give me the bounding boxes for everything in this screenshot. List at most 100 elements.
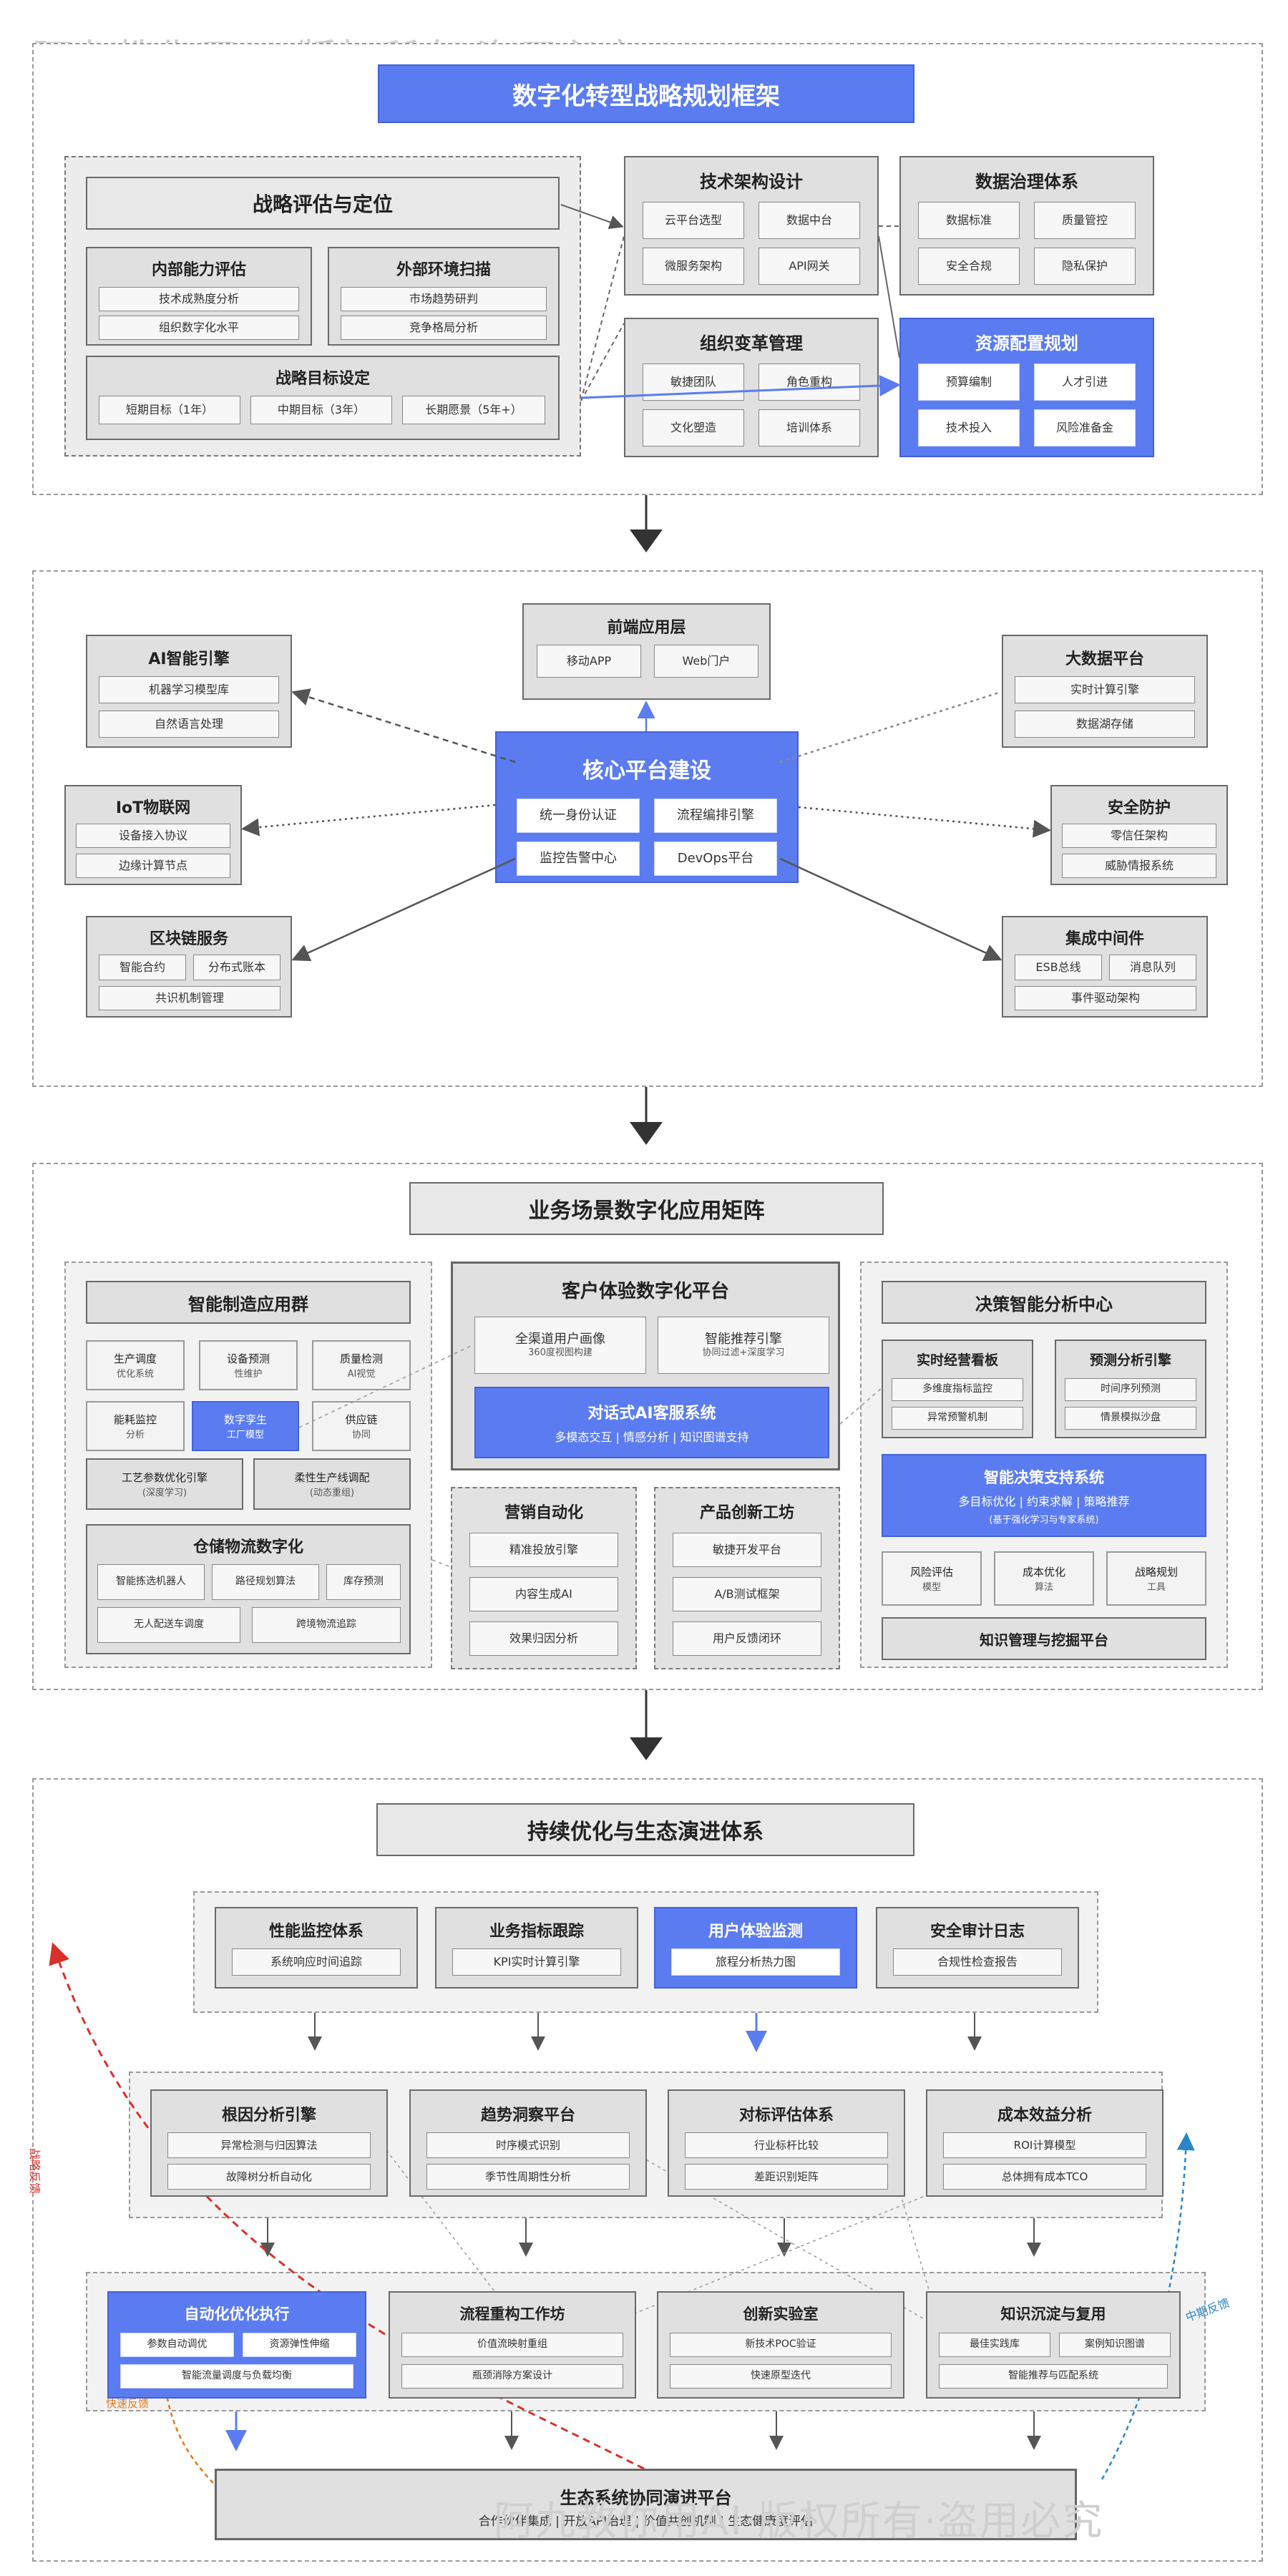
internal-item-2: 组织数字化水平 <box>99 316 299 340</box>
middleware-item-1: ESB总线 <box>1015 955 1102 980</box>
ecosystem-subtitle: 合作伙伴集成 | 开放API治理 | 价值共创机制 | 生态健康度评估 <box>478 2514 814 2529</box>
org-change-title: 组织变革管理 <box>700 333 803 353</box>
mfg-wide-cell: 柔性生产线调配(动态重组) <box>253 1458 411 1510</box>
realtime-title: 实时经营看板 <box>916 1352 998 1368</box>
knowledge-platform: 知识管理与挖掘平台 <box>882 1617 1206 1660</box>
exec-box: 自动化优化执行参数自动调优资源弹性伸缩智能流量调度与负载均衡 <box>107 2291 366 2399</box>
predictive-item: 情景模拟沙盘 <box>1065 1407 1196 1430</box>
ai-item-2: 自然语言处理 <box>99 711 279 738</box>
middleware-title: 集成中间件 <box>1065 930 1144 948</box>
data-item-2: 质量管控 <box>1034 202 1136 239</box>
analysis-item: 差距识别矩阵 <box>685 2164 888 2190</box>
product-item: 用户反馈闭环 <box>673 1621 821 1656</box>
frontend-layer: 前端应用层 移动APP Web门户 <box>522 603 771 700</box>
marketing-title: 营销自动化 <box>504 1504 583 1522</box>
resource-item-2: 人才引进 <box>1034 364 1136 401</box>
core-item-1: 统一身份认证 <box>517 799 640 833</box>
analysis-item: 季节性周期性分析 <box>426 2164 630 2190</box>
iot: IoT物联网 设备接入协议 边缘计算节点 <box>64 785 242 885</box>
business-title: 业务场景数字化应用矩阵 <box>409 1182 884 1235</box>
product-title: 产品创新工坊 <box>699 1504 794 1522</box>
goal-mid: 中期目标（3年） <box>250 396 392 424</box>
analysis-title: 成本效益分析 <box>997 2107 1092 2124</box>
resource-planning-title: 资源配置规划 <box>975 333 1078 353</box>
core-platform-title: 核心平台建设 <box>582 758 711 784</box>
mfg-cell: 生产调度优化系统 <box>86 1340 185 1390</box>
mfg-cell: 供应链协同 <box>312 1401 411 1451</box>
predictive-engine: 预测分析引擎 时间序列预测 情景模拟沙盘 <box>1055 1340 1206 1438</box>
tech-item-2: 数据中台 <box>758 202 860 239</box>
resource-item-1: 预算编制 <box>918 364 1020 401</box>
exec-item: 价值流映射重组 <box>401 2333 623 2357</box>
org-item-3: 文化塑造 <box>643 409 744 447</box>
analysis-title: 根因分析引擎 <box>221 2107 316 2124</box>
monitor-box: 安全审计日志合规性检查报告 <box>876 1907 1079 1989</box>
data-governance-title: 数据治理体系 <box>975 172 1078 192</box>
core-item-3: 监控告警中心 <box>517 841 640 876</box>
exec-title: 流程重构工作坊 <box>459 2306 565 2323</box>
exec-item: 参数自动调优 <box>120 2333 234 2357</box>
exec-item: 最佳实践库 <box>939 2333 1050 2357</box>
mfg-cell: 能耗监控分析 <box>86 1401 185 1451</box>
analysis-title: 对标评估体系 <box>738 2107 834 2124</box>
security-title: 安全防护 <box>1107 799 1171 817</box>
security: 安全防护 零信任架构 威胁情报系统 <box>1050 785 1228 885</box>
core-item-4: DevOps平台 <box>654 841 777 876</box>
blockchain: 区块链服务 智能合约 分布式账本 共识机制管理 <box>86 916 292 1018</box>
optimization-title: 持续优化与生态演进体系 <box>376 1803 914 1856</box>
monitor-to-analysis-arrows <box>308 2013 982 2052</box>
resource-planning: 资源配置规划 预算编制 人才引进 技术投入 风险准备金 <box>899 318 1154 457</box>
cx-platform-title: 客户体验数字化平台 <box>561 1281 729 1302</box>
warehouse-item: 库存预测 <box>326 1564 401 1600</box>
monitor-title: 用户体验监测 <box>708 1923 803 1941</box>
middleware-item-2: 消息队列 <box>1109 955 1196 980</box>
tech-architecture: 技术架构设计 云平台选型 数据中台 微服务架构 API网关 <box>624 156 879 296</box>
data-item-4: 隐私保护 <box>1034 248 1136 285</box>
ecosystem-platform: 生态系统协同演进平台 合作伙伴集成 | 开放API治理 | 价值共创机制 | 生… <box>215 2469 1077 2540</box>
exec-item: 新技术POC验证 <box>670 2333 892 2357</box>
external-item-1: 市场趋势研判 <box>341 287 547 311</box>
external-scan-title: 外部环境扫描 <box>396 261 491 279</box>
strategic-goals-title: 战略目标设定 <box>275 370 370 388</box>
marketing-automation: 营销自动化 精准投放引擎 内容生成AI 效果归因分析 <box>451 1487 637 1669</box>
decision-tool: 成本优化算法 <box>994 1551 1094 1606</box>
cx-item-recommend: 智能推荐引擎协同过滤+深度学习 <box>658 1317 829 1374</box>
exec-item: 快速原型迭代 <box>670 2364 892 2389</box>
analysis-item: 异常检测与归因算法 <box>167 2132 371 2158</box>
frontend-item-1: 移动APP <box>537 645 641 678</box>
monitor-title: 性能监控体系 <box>268 1923 364 1941</box>
analysis-cross-links <box>386 2150 938 2319</box>
tech-item-1: 云平台选型 <box>643 202 744 239</box>
internal-assessment-title: 内部能力评估 <box>151 261 246 279</box>
bigdata-title: 大数据平台 <box>1065 650 1144 668</box>
decision-tool: 风险评估模型 <box>882 1551 982 1606</box>
manufacturing-title: 智能制造应用群 <box>86 1281 411 1324</box>
exec-item: 瓶颈消除方案设计 <box>401 2364 623 2389</box>
bigdata-item-1: 实时计算引擎 <box>1015 676 1195 703</box>
mfg-cell: 设备预测性维护 <box>199 1340 298 1390</box>
exec-box: 创新实验室新技术POC验证快速原型迭代 <box>657 2291 904 2399</box>
external-item-2: 竞争格局分析 <box>341 316 547 340</box>
monitor-title: 业务指标跟踪 <box>489 1923 584 1941</box>
analysis-item: 故障树分析自动化 <box>167 2164 371 2190</box>
security-item-1: 零信任架构 <box>1062 824 1216 848</box>
iot-item-1: 设备接入协议 <box>76 824 230 848</box>
analysis-item: 总体拥有成本TCO <box>943 2164 1146 2190</box>
realtime-item: 多维度指标监控 <box>892 1378 1023 1401</box>
warehouse: 仓储物流数字化 智能拣选机器人 路径规划算法 库存预测 无人配送车调度 跨境物流… <box>86 1524 411 1654</box>
iot-item-2: 边缘计算节点 <box>76 854 230 878</box>
monitor-box: 用户体验监测旅程分析热力图 <box>654 1907 857 1989</box>
warehouse-item: 无人配送车调度 <box>97 1607 240 1643</box>
product-innovation: 产品创新工坊 敏捷开发平台 A/B测试框架 用户反馈闭环 <box>654 1487 840 1669</box>
decision-title: 决策智能分析中心 <box>882 1281 1206 1324</box>
monitor-item: KPI实时计算引擎 <box>452 1948 621 1976</box>
frontend-layer-title: 前端应用层 <box>607 619 686 637</box>
marketing-item: 效果归因分析 <box>469 1621 618 1656</box>
assessment-to-resource-arrow <box>580 374 901 399</box>
exec-item: 智能推荐与匹配系统 <box>939 2364 1168 2389</box>
warehouse-item: 路径规划算法 <box>212 1564 319 1600</box>
